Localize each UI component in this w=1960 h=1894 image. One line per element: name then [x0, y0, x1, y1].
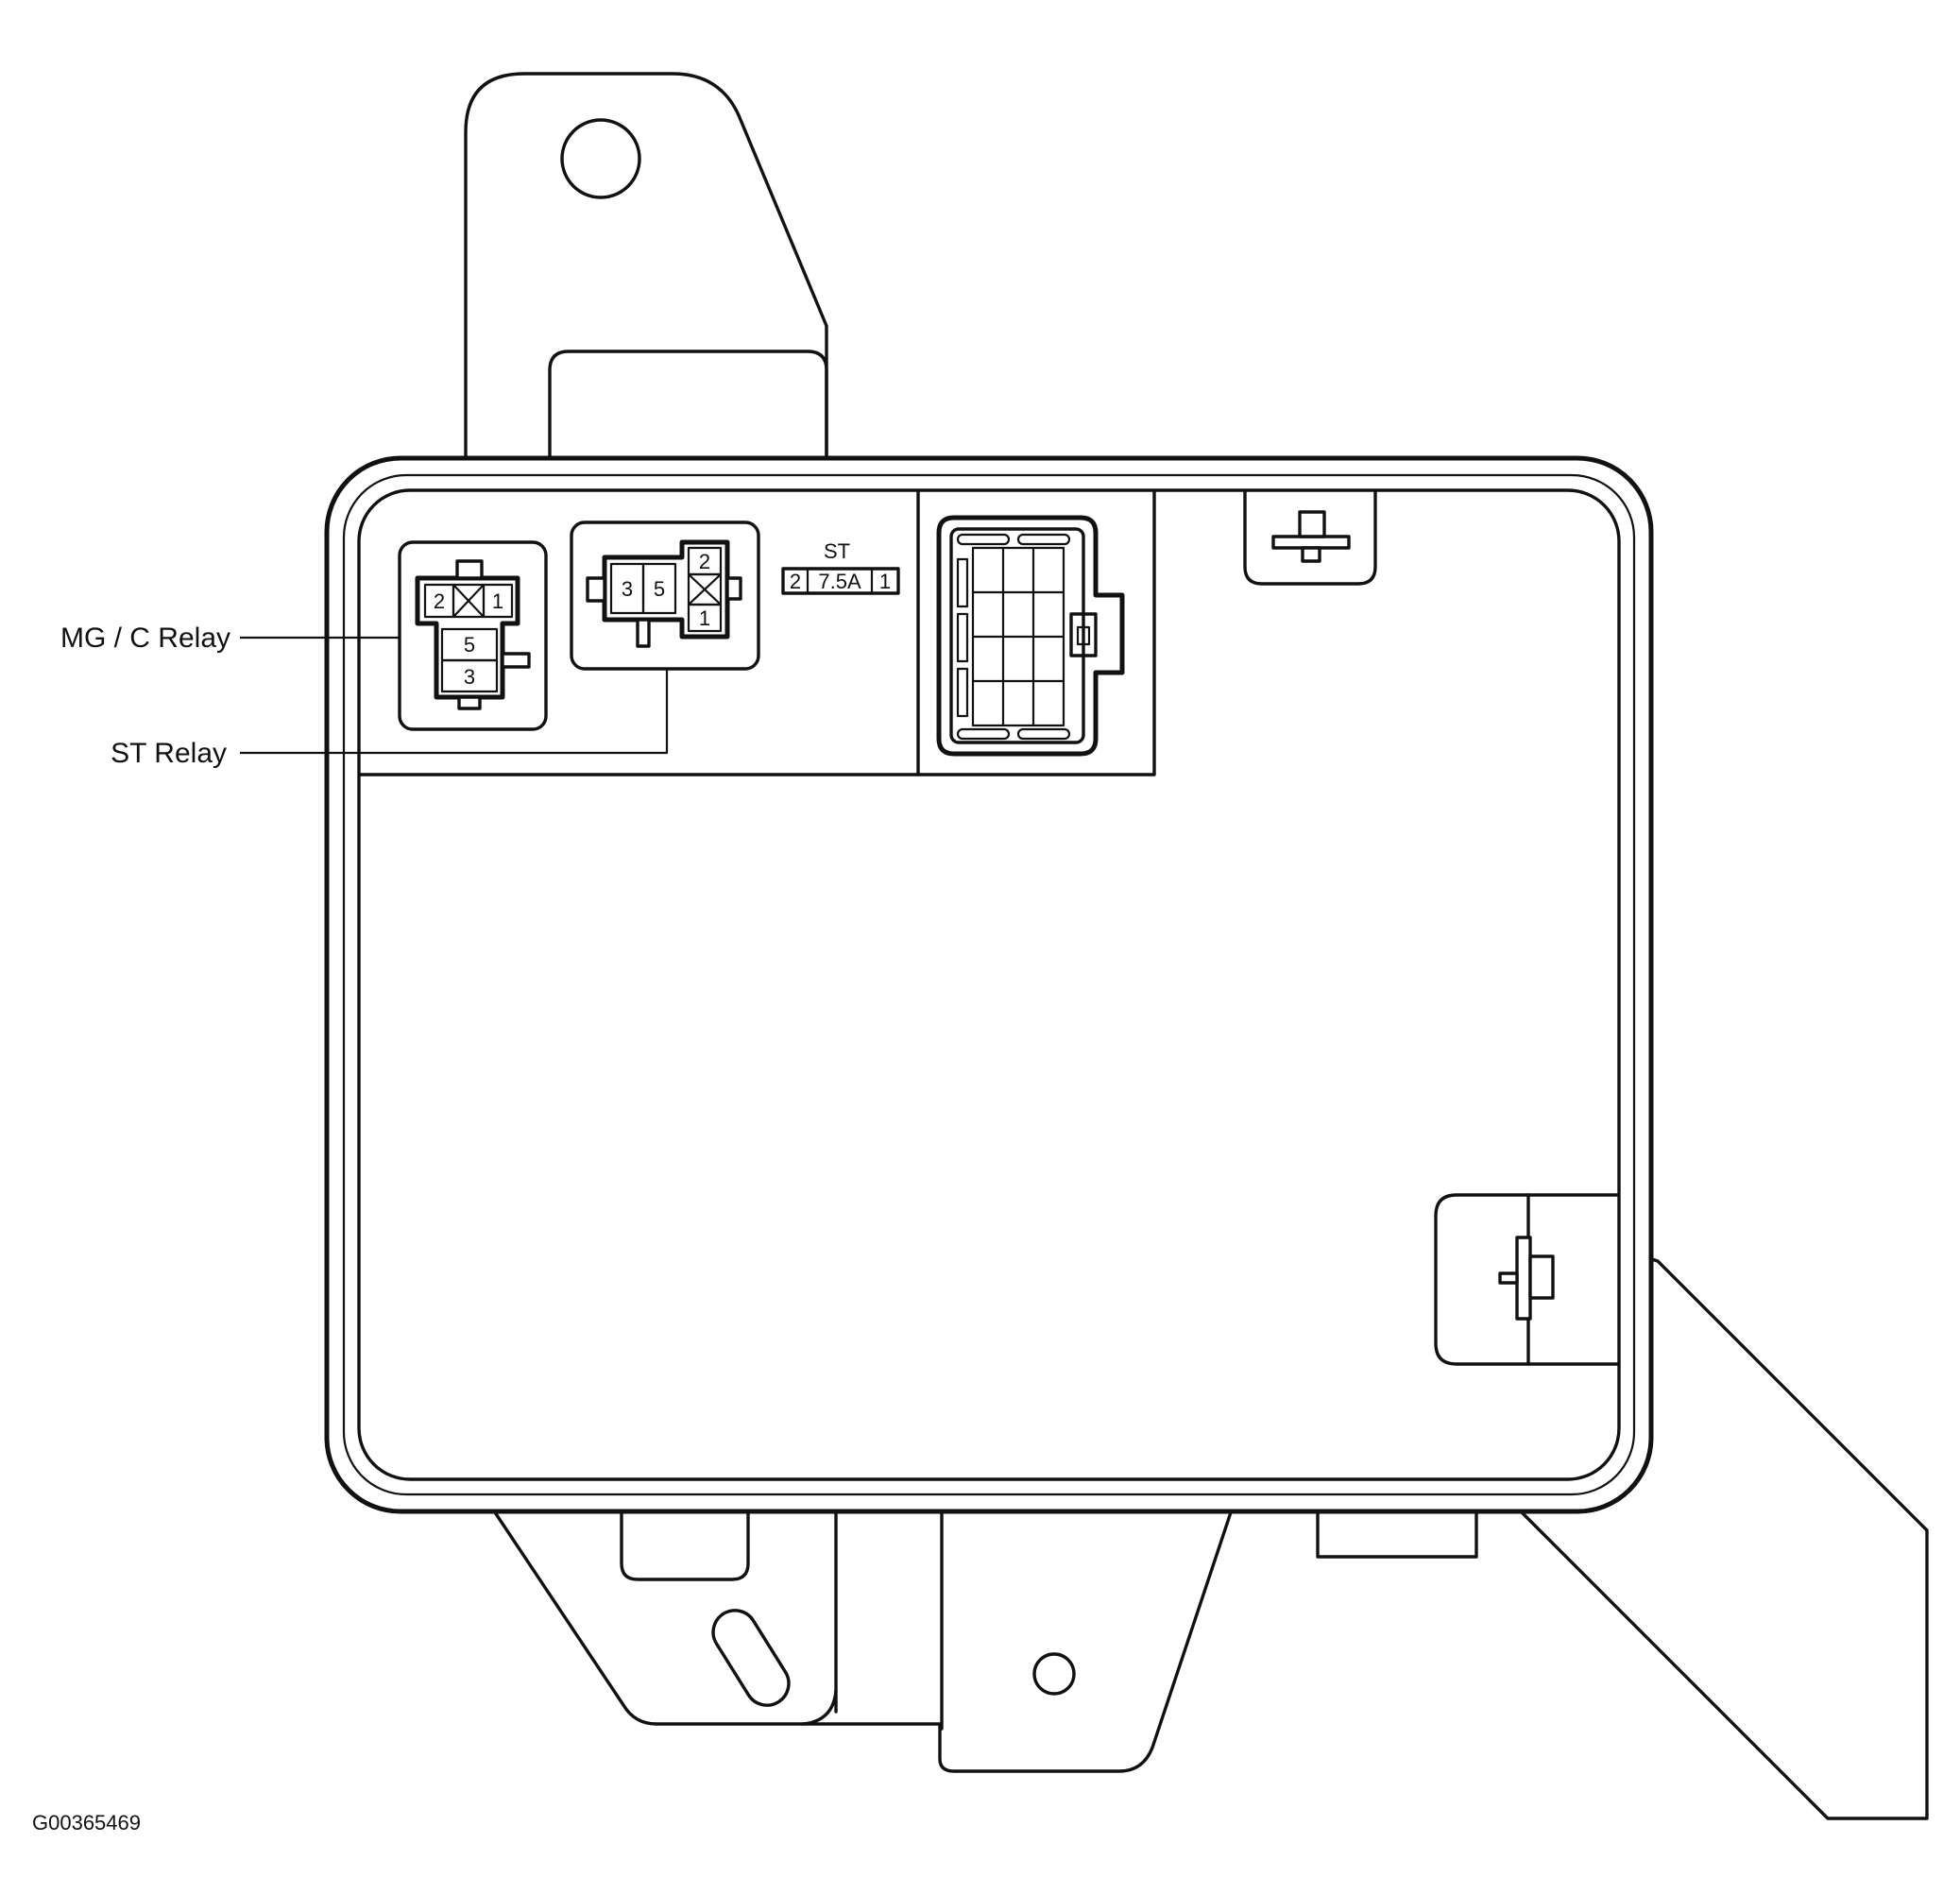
- top-bracket-hole: [560, 118, 641, 199]
- st-fuse[interactable]: ST 2 7.5A 1: [781, 539, 900, 595]
- relay-box-outer: [324, 455, 1654, 1514]
- st-relay-pin-3: 3: [622, 577, 633, 601]
- st-relay-pin-box-5: [641, 562, 677, 615]
- relay-box-inner: [357, 488, 1621, 1481]
- figure-code: G00365469: [32, 1811, 141, 1834]
- connector-left-rail-1: [956, 557, 969, 608]
- st-relay[interactable]: 3 5 2 1: [570, 520, 760, 671]
- right-clip-latch: [1528, 1254, 1555, 1300]
- bottom-mounting-bracket: [489, 1505, 1235, 1773]
- wiring-connector[interactable]: [936, 515, 1125, 757]
- bottom-bracket-tab: [620, 1508, 750, 1581]
- top-bracket-tab: [548, 350, 828, 460]
- mgc-relay-pin-box-3: [440, 658, 499, 693]
- st-relay-body: [602, 539, 730, 640]
- right-clip: [1515, 1236, 1532, 1321]
- st-relay-housing: [570, 520, 760, 671]
- relay-box-rim: [342, 473, 1636, 1496]
- st-relay-label: ST Relay: [111, 738, 227, 769]
- st-fuse-name: ST: [824, 539, 850, 563]
- connector-lock-pin: [1076, 625, 1091, 646]
- top-right-clip: [1271, 535, 1351, 550]
- st-fuse-body: [781, 567, 900, 595]
- connector-bottom-bar-right: [1016, 727, 1071, 741]
- connector-shell: [936, 515, 1125, 757]
- top-compartment-outline: [358, 489, 1156, 776]
- mgc-relay[interactable]: 2 1 5 3: [398, 540, 548, 731]
- connector-left-rail-2: [956, 612, 969, 663]
- mgc-relay-label: MG / C Relay: [60, 623, 230, 654]
- mgc-relay-pin-2: 2: [434, 589, 445, 613]
- connector-bottom-bar-left: [956, 727, 1011, 741]
- st-relay-leader-line: [240, 669, 669, 755]
- connector-top-bar-right: [1016, 533, 1071, 546]
- st-relay-pin-2: 2: [699, 550, 710, 573]
- mgc-relay-pin-5: 5: [464, 633, 475, 657]
- st-relay-pin-5: 5: [654, 577, 665, 601]
- st-fuse-rating: 7.5A: [818, 570, 861, 593]
- mgc-relay-housing: [398, 540, 548, 731]
- st-relay-pin-box-1: [687, 603, 723, 633]
- mgc-relay-pin-box-1: [482, 583, 514, 619]
- mgc-relay-body: [415, 575, 520, 700]
- bottom-bracket-slot-hole: [711, 1609, 791, 1707]
- st-fuse-pin-2: 2: [790, 570, 801, 593]
- right-clip-housing: [1434, 1193, 1620, 1366]
- connector-top-bar-left: [956, 533, 1011, 546]
- st-fuse-pin-1: 1: [879, 570, 891, 593]
- mgc-relay-tab-top: [455, 559, 484, 580]
- bottom-bracket-hole: [1032, 1652, 1076, 1696]
- mgc-relay-tab-right: [501, 652, 531, 669]
- mgc-relay-tab-bottom: [457, 695, 482, 710]
- st-relay-coil-cross-b: [688, 573, 722, 606]
- top-mounting-bracket: [464, 72, 828, 465]
- st-relay-tab-right: [725, 576, 742, 601]
- mgc-relay-pin-1: 1: [492, 589, 503, 613]
- st-relay-tab-left: [586, 576, 606, 603]
- top-right-clip-foot: [1301, 546, 1321, 563]
- bottom-connector-tab: [1316, 1506, 1478, 1559]
- top-right-clip-stem: [1298, 510, 1326, 538]
- st-relay-pin-1: 1: [699, 606, 710, 630]
- right-clip-pin: [1498, 1271, 1519, 1285]
- bottom-bracket-seam-curve: [801, 1689, 838, 1726]
- connector-inner-frame: [949, 527, 1085, 744]
- st-relay-tab-bottom: [636, 618, 651, 648]
- connector-lock-tab: [1069, 612, 1098, 657]
- connector-left-rail-3: [956, 667, 969, 718]
- mgc-relay-pin-3: 3: [464, 665, 475, 689]
- top-right-clip-housing: [1243, 489, 1377, 586]
- mgc-relay-coil-cross-b: [452, 584, 485, 618]
